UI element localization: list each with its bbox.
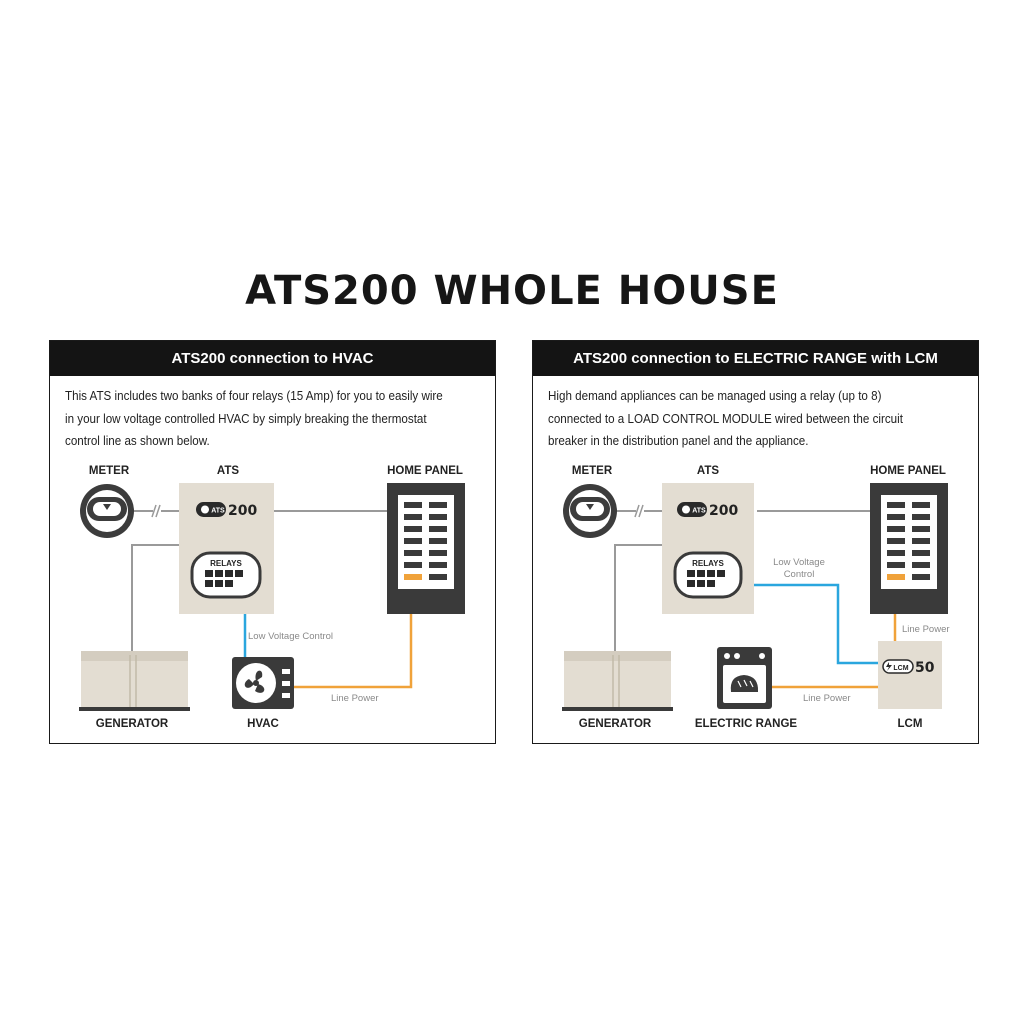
hvac-icon bbox=[232, 657, 294, 709]
relay-grid bbox=[205, 570, 243, 587]
lightning-icon bbox=[886, 662, 892, 671]
electric-range-label: ELECTRIC RANGE bbox=[695, 718, 798, 730]
home-panel-label: HOME PANEL bbox=[870, 465, 946, 477]
lcm-unit: LCM 50 bbox=[878, 641, 942, 709]
lcm-badge-text: LCM bbox=[893, 665, 908, 672]
wire-break-icon bbox=[634, 504, 640, 518]
wire-break-icon bbox=[155, 504, 161, 518]
relays-module: RELAYS bbox=[190, 551, 262, 599]
wire-break-icon bbox=[638, 504, 644, 518]
panel-description: This ATS includes two banks of four rela… bbox=[65, 389, 443, 448]
ats-badge-text: ATS bbox=[692, 508, 706, 515]
ats-logo: ATS 200 bbox=[196, 502, 257, 519]
ats-model-number: 200 bbox=[709, 503, 738, 519]
hvac-label: HVAC bbox=[247, 718, 279, 730]
panel-description: High demand appliances can be managed us… bbox=[548, 389, 903, 448]
line-power-note: Line Power bbox=[331, 693, 379, 704]
generator-label: GENERATOR bbox=[96, 718, 169, 730]
meter-label: METER bbox=[572, 465, 613, 477]
hvac-wiring-diagram: METER ATS ATS 200 RELAYS HOME PANEL bbox=[79, 465, 465, 730]
relay-grid bbox=[687, 570, 725, 587]
ats-badge-text: ATS bbox=[211, 508, 225, 515]
meter-label: METER bbox=[89, 465, 130, 477]
lcm-connection-panel: ATS200 connection to ELECTRIC RANGE with… bbox=[532, 340, 979, 744]
line-power-note: Line Power bbox=[803, 693, 851, 704]
generator-icon bbox=[562, 651, 673, 711]
generator-icon bbox=[79, 651, 190, 711]
wire-break-icon bbox=[151, 504, 157, 518]
lcm-wiring-diagram: METER ATS ATS 200 RELAYS HOME PANEL bbox=[562, 465, 950, 730]
ats-logo: ATS 200 bbox=[677, 502, 738, 519]
oven-icon bbox=[717, 647, 772, 709]
meter-icon bbox=[563, 484, 617, 538]
low-voltage-note: Low Voltage bbox=[773, 557, 825, 568]
line-power-note: Line Power bbox=[902, 624, 950, 635]
panel-header: ATS200 connection to HVAC bbox=[50, 341, 495, 376]
low-voltage-wire bbox=[720, 583, 878, 665]
ats-label: ATS bbox=[217, 465, 239, 477]
panel-header: ATS200 connection to ELECTRIC RANGE with… bbox=[533, 341, 978, 376]
home-panel-label: HOME PANEL bbox=[387, 465, 463, 477]
lcm-label: LCM bbox=[898, 718, 923, 730]
low-voltage-note: Control bbox=[784, 569, 815, 580]
meter-icon bbox=[80, 484, 134, 538]
hvac-connection-panel: ATS200 connection to HVAC This ATS inclu… bbox=[49, 340, 496, 744]
home-panel-icon bbox=[870, 483, 948, 614]
lcm-model-number: 50 bbox=[915, 660, 935, 676]
relays-module: RELAYS bbox=[673, 551, 743, 599]
home-panel-icon bbox=[387, 483, 465, 614]
low-voltage-note: Low Voltage Control bbox=[248, 631, 333, 642]
relays-label: RELAYS bbox=[692, 559, 724, 568]
ats-label: ATS bbox=[697, 465, 719, 477]
generator-label: GENERATOR bbox=[579, 718, 652, 730]
relays-label: RELAYS bbox=[210, 559, 242, 568]
ats-model-number: 200 bbox=[228, 503, 257, 519]
page-title: ATS200 WHOLE HOUSE bbox=[245, 268, 779, 314]
